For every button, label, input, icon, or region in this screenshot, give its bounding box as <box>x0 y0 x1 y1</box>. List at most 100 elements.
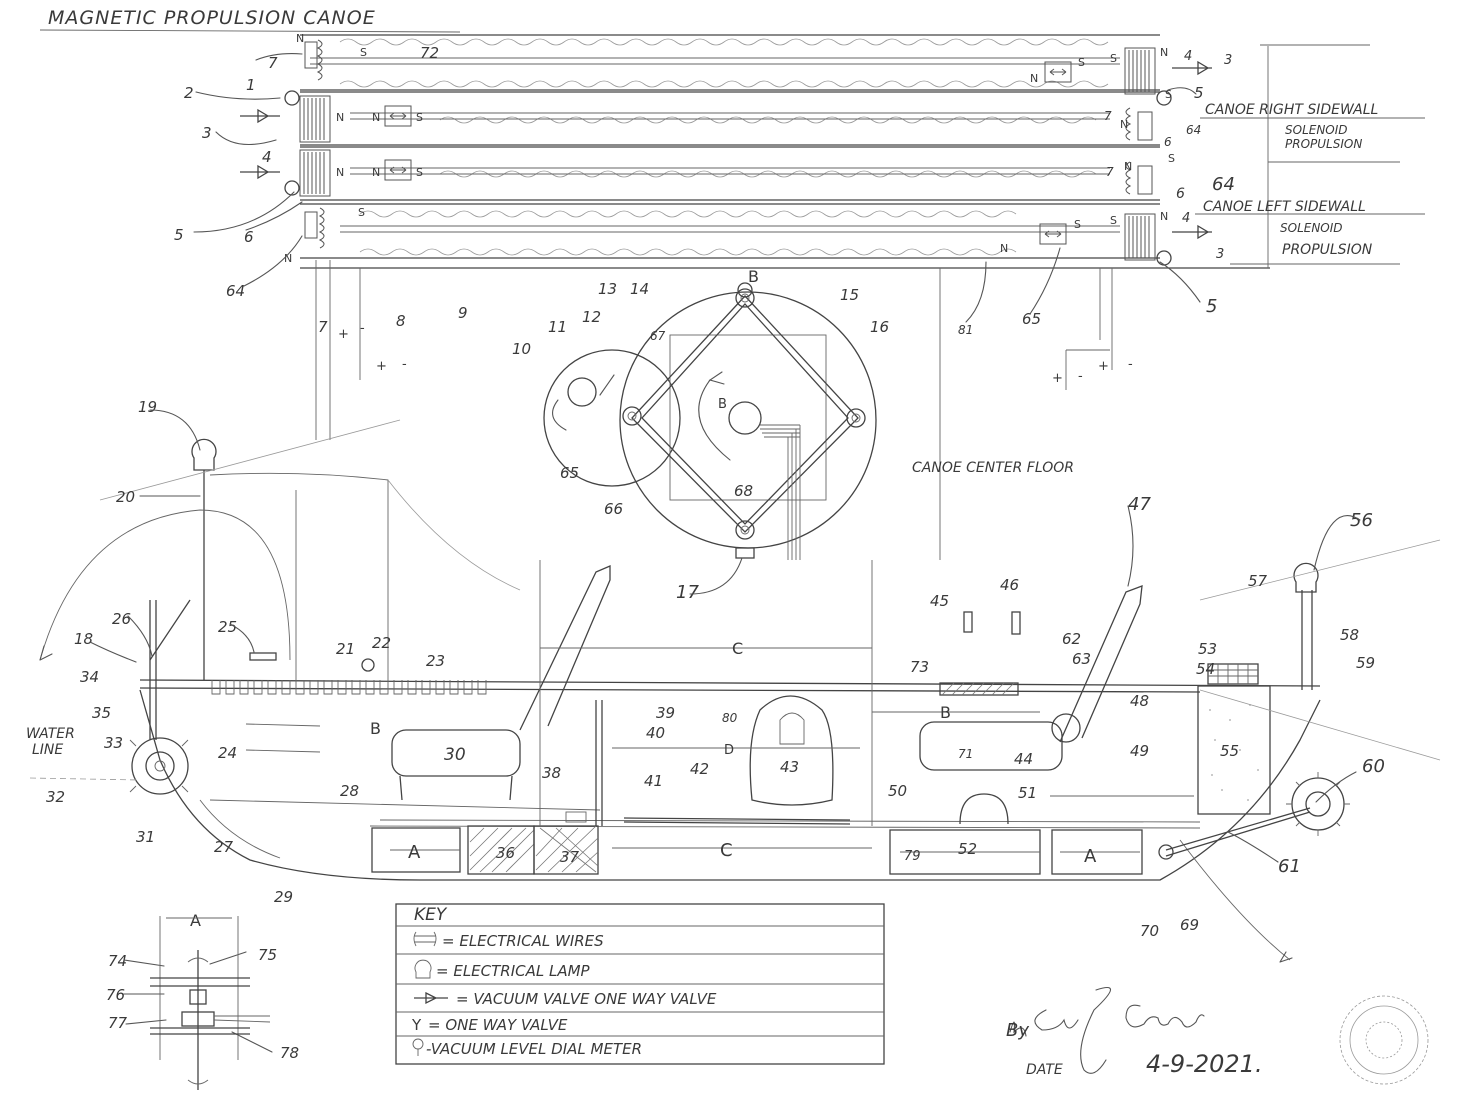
key-row-text: -VACUUM LEVEL DIAL METER <box>426 1040 642 1058</box>
reference-number: 42 <box>690 760 709 778</box>
reference-number: 64 <box>226 282 245 300</box>
polarity-mark: + <box>1052 371 1063 386</box>
reference-number: 18 <box>74 630 93 648</box>
pole-label: N <box>284 252 292 265</box>
reference-number: 4 <box>1182 211 1190 226</box>
reference-number: 55 <box>1220 742 1239 760</box>
dial-meter-icon <box>412 1038 424 1056</box>
reference-number: 1 <box>246 76 256 94</box>
reference-number: 64 <box>1212 174 1235 195</box>
key-row-text: = ONE WAY VALVE <box>428 1016 568 1034</box>
reference-number: 45 <box>930 592 949 610</box>
reference-number: 35 <box>92 704 111 722</box>
reference-number: 3 <box>202 124 212 142</box>
dimension-letter: B <box>718 397 727 412</box>
dimension-letter: B <box>748 267 759 286</box>
sidewall-solenoid-assembly <box>240 34 1425 560</box>
reference-number: 31 <box>136 828 155 846</box>
right-solenoid-label: SOLENOID <box>1285 123 1348 137</box>
reference-number: 52 <box>958 840 977 858</box>
pole-label: N <box>1030 72 1038 85</box>
polarity-mark: - <box>402 357 407 372</box>
water-line-label: WATER <box>26 726 75 742</box>
signature-block <box>1009 986 1429 1085</box>
reference-number: 6 <box>244 228 254 246</box>
reference-number: 53 <box>1198 640 1217 658</box>
reference-number: 61 <box>1278 856 1301 877</box>
reference-number: 19 <box>138 398 157 416</box>
reference-number: 41 <box>644 772 663 790</box>
pole-label: N <box>296 32 304 45</box>
dimension-letter: B <box>940 703 951 722</box>
reference-number: 68 <box>734 482 753 500</box>
dimension-letter: A <box>190 911 201 930</box>
reference-number: 29 <box>274 888 293 906</box>
reference-number: 33 <box>104 734 123 752</box>
reference-number: 10 <box>512 340 531 358</box>
pole-label: N <box>372 166 380 179</box>
reference-number: 59 <box>1356 654 1375 672</box>
pole-label: S <box>1110 214 1117 227</box>
dimension-letter: D <box>724 743 734 758</box>
polarity-mark: + <box>1098 359 1109 374</box>
pole-label: N <box>1160 210 1168 223</box>
reference-number: 4 <box>262 148 272 166</box>
reference-number: 13 <box>598 280 617 298</box>
reference-number: 75 <box>258 946 277 964</box>
reference-number: 25 <box>218 618 237 636</box>
reference-number: 56 <box>1350 510 1373 531</box>
reference-number: 72 <box>420 44 439 62</box>
right-propulsion-label: PROPULSION <box>1285 137 1362 151</box>
vacuum-valve-icon <box>414 991 448 1005</box>
reference-number: 38 <box>542 764 561 782</box>
reference-number: 47 <box>1128 494 1151 515</box>
key-row-text: = ELECTRICAL LAMP <box>436 962 591 980</box>
reference-number: 11 <box>548 318 567 336</box>
left-propulsion-label: PROPULSION <box>1282 242 1373 258</box>
reference-number: 44 <box>1014 750 1033 768</box>
title-underline <box>39 29 461 33</box>
reference-number: 77 <box>108 1014 128 1032</box>
key-legend <box>395 903 885 1065</box>
pole-label: N <box>1124 160 1132 173</box>
reference-number: 6 <box>1176 186 1185 202</box>
pole-label: S <box>1078 56 1085 69</box>
dimension-letter: C <box>720 840 733 861</box>
reference-number: 69 <box>1180 916 1199 934</box>
reference-number: 67 <box>650 329 666 343</box>
pole-label: N <box>1160 46 1168 59</box>
reference-number: 5 <box>1194 84 1204 102</box>
pole-label: S <box>416 111 423 124</box>
reference-number: 9 <box>458 304 468 322</box>
reference-number: 7 <box>268 54 278 72</box>
reference-number: 48 <box>1130 692 1149 710</box>
dimension-letter: A <box>408 842 421 863</box>
dimension-letter: C <box>732 639 743 658</box>
reference-number: 20 <box>116 488 135 506</box>
reference-number: 14 <box>630 280 649 298</box>
reference-number: 27 <box>214 838 234 856</box>
reference-number: 3 <box>1216 247 1224 262</box>
reference-number: 54 <box>1196 660 1215 678</box>
reference-number: 21 <box>336 640 355 658</box>
reference-number: 60 <box>1362 756 1385 777</box>
polarity-mark: - <box>360 321 365 336</box>
drawing-title: MAGNETIC PROPULSION CANOE <box>48 7 376 29</box>
reference-number: 43 <box>780 758 799 776</box>
reference-number: 57 <box>1248 572 1268 590</box>
reference-number: 63 <box>1072 650 1091 668</box>
reference-number: 17 <box>676 582 699 603</box>
pole-label: S <box>1074 218 1081 231</box>
pole-label: S <box>1110 52 1117 65</box>
reference-number: 58 <box>1340 626 1359 644</box>
reference-number: 50 <box>888 782 907 800</box>
reference-number: 66 <box>604 500 623 518</box>
reference-number: 7 <box>1106 165 1114 179</box>
key-row-symbol: Y <box>411 1016 422 1034</box>
reference-number: 49 <box>1130 742 1149 760</box>
pole-label: N <box>1120 118 1128 131</box>
pole-label: N <box>372 111 380 124</box>
reference-number: 3 <box>1224 53 1232 68</box>
pole-label: N <box>336 166 344 179</box>
reference-number: 16 <box>870 318 889 336</box>
